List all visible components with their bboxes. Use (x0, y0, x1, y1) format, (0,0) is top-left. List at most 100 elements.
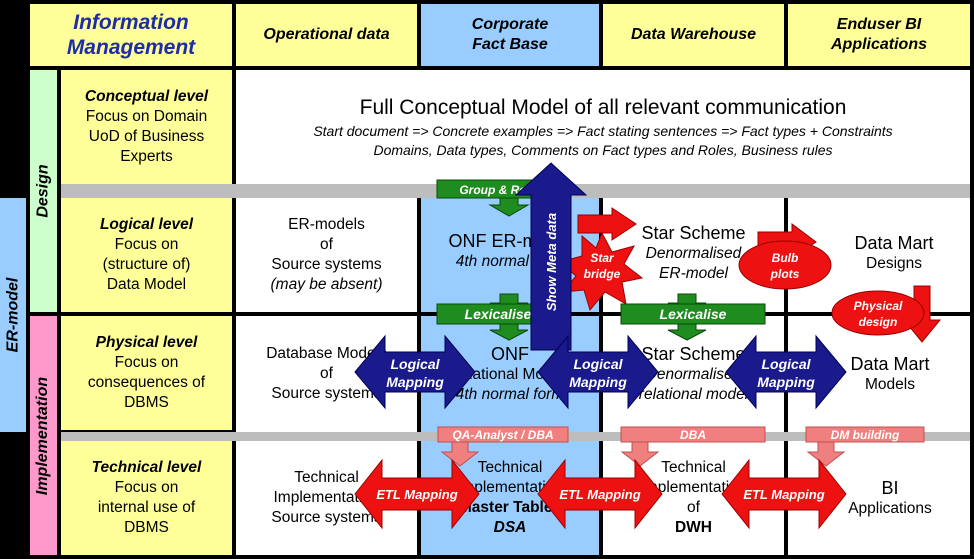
level-logical-name: Logical level (99, 216, 194, 233)
star-bridge-label-line1: Star (590, 251, 615, 265)
level-technical-name: Technical level (91, 459, 202, 476)
bulb-plots-shape (738, 240, 832, 290)
technical-operational-line2: Implementation (273, 489, 380, 506)
etl-mapping-arrow-2 (537, 458, 663, 530)
dba-down-arrow (620, 441, 660, 467)
technical-enduser-line1: BI (881, 478, 899, 498)
etl-mapping-arrow-1 (354, 458, 480, 530)
dm-building-label: DM building (831, 428, 900, 442)
physical-factbase-line3: 4th normal form (455, 386, 565, 403)
level-physical-line3: DBMS (124, 394, 169, 411)
conceptual-model-line3: Domains, Data types, Comments on Fact ty… (373, 142, 833, 158)
technical-factbase-line1: Technical (477, 459, 543, 476)
star-bridge-label-line2: bridge (584, 267, 621, 281)
star-scheme-red-arrow (577, 207, 637, 241)
level-logical-line3: Data Model (106, 276, 187, 293)
logical-mapping-arrow-2 (537, 334, 659, 410)
qa-dba-label: QA-Analyst / DBA (452, 428, 553, 442)
column-header-enduser-line2: Applications (830, 36, 927, 53)
star-bridge-shape (558, 231, 644, 312)
physical-operational-line2: of (320, 365, 333, 382)
technical-factbase-line4: DSA (493, 519, 527, 536)
physical-warehouse-line2: Denormalised (645, 366, 742, 383)
physical-enduser-line2: Models (865, 376, 915, 393)
side-label-er-model: ER-model (0, 198, 26, 432)
technical-operational-line3: Source systems (271, 509, 382, 526)
dm-building-banner (805, 426, 925, 443)
lexicalise-fact-lower-arrow (489, 323, 529, 341)
lexicalise-dwh-lower-arrow (667, 323, 707, 341)
logical-warehouse-line2: Denormalised (645, 245, 742, 262)
column-header-factbase-line2: Fact Base (472, 36, 548, 53)
logical-mapping-arrow-1 (354, 334, 476, 410)
physical-warehouse-line3: relational model (638, 386, 749, 403)
logical-mapping-1-line2: Mapping (386, 374, 444, 390)
etl-mapping-2-label: ETL Mapping (559, 487, 640, 502)
physical-factbase-line1: ONF (491, 344, 529, 364)
technical-warehouse-line1: Technical (661, 459, 726, 476)
physical-design-shape (831, 290, 925, 336)
level-logical: Logical level Focus on (structure of) Da… (61, 198, 232, 312)
level-conceptual-line3: Experts (120, 148, 173, 165)
side-label-implementation: Implementation (30, 316, 57, 555)
bulb-plots-label-line2: plots (770, 267, 800, 281)
level-physical: Physical level Focus on consequences of … (61, 316, 232, 430)
physical-factbase-line2: relational Model (455, 366, 565, 383)
lexicalise-dwh-label: Lexicalise (660, 306, 727, 322)
technical-warehouse-line4: DWH (674, 519, 713, 536)
level-physical-line2: consequences of (87, 374, 206, 391)
level-physical-line1: Focus on (114, 354, 179, 371)
technical-factbase-line3: Master Tables (458, 499, 562, 516)
bulb-plots-label-line1: Bulb (772, 251, 799, 265)
logical-operational-line4: (may be absent) (270, 276, 383, 293)
header-title-line2: Management (66, 36, 196, 59)
technical-warehouse-line3: of (687, 499, 700, 516)
logical-operational-line2: of (320, 236, 333, 253)
column-header-enduser: Enduser BI Applications (788, 4, 970, 66)
logical-operational-line1: ER-models (288, 216, 365, 233)
dba-label: DBA (680, 428, 706, 442)
conceptual-model-cell: Full Conceptual Model of all relevant co… (236, 70, 970, 184)
etl-mapping-3-label: ETL Mapping (743, 487, 824, 502)
level-technical-line3: DBMS (124, 519, 169, 536)
level-technical-line1: Focus on (114, 479, 179, 496)
logical-operational-cell: ER-models of Source systems (may be abse… (236, 198, 417, 312)
conceptual-model-line2: Start document => Concrete examples => F… (313, 123, 893, 139)
qa-dba-down-arrow (440, 441, 480, 467)
level-logical-line1: Focus on (114, 236, 179, 253)
dm-building-down-arrow (806, 441, 846, 467)
conceptual-model-title: Full Conceptual Model of all relevant co… (359, 96, 847, 119)
level-conceptual-line1: Focus on Domain (85, 108, 208, 125)
qa-dba-banner (437, 426, 569, 443)
technical-operational-line1: Technical (294, 469, 359, 486)
column-header-warehouse-label: Data Warehouse (630, 26, 757, 43)
technical-enduser-line2: Applications (848, 500, 932, 517)
show-meta-data-arrow (514, 162, 588, 351)
physical-design-label-line2: design (859, 315, 898, 329)
technical-factbase-line2: Implementation (457, 479, 563, 496)
header-title-cell: Information Management (30, 4, 232, 66)
header-title-line1: Information (73, 11, 189, 34)
logical-enduser-line1: Data Mart (854, 233, 934, 253)
show-meta-data-label: Show Meta data (544, 213, 559, 311)
level-conceptual: Conceptual level Focus on Domain UoD of … (61, 70, 232, 184)
logical-enduser-line2: Designs (866, 255, 922, 272)
etl-mapping-1-label: ETL Mapping (376, 487, 457, 502)
level-conceptual-name: Conceptual level (84, 88, 209, 105)
physical-design-label-line1: Physical (854, 299, 903, 313)
logical-mapping-2-line2: Mapping (569, 374, 627, 390)
logical-mapping-3-line1: Logical (761, 356, 811, 372)
logical-warehouse-line1: Star Scheme (641, 223, 746, 243)
physical-enduser-line1: Data Mart (850, 354, 930, 374)
column-header-operational: Operational data (236, 4, 417, 66)
logical-warehouse-line3: ER-model (659, 265, 728, 282)
group-relate-down-arrow (488, 197, 530, 217)
level-conceptual-line2: UoD of Business (88, 128, 205, 145)
etl-mapping-arrow-3 (721, 458, 847, 530)
level-logical-line2: (structure of) (102, 256, 191, 273)
logical-mapping-arrow-3 (725, 334, 847, 410)
logical-mapping-1-line1: Logical (390, 356, 440, 372)
lexicalise-fact-label: Lexicalise (465, 306, 532, 322)
side-label-design: Design (30, 70, 57, 312)
